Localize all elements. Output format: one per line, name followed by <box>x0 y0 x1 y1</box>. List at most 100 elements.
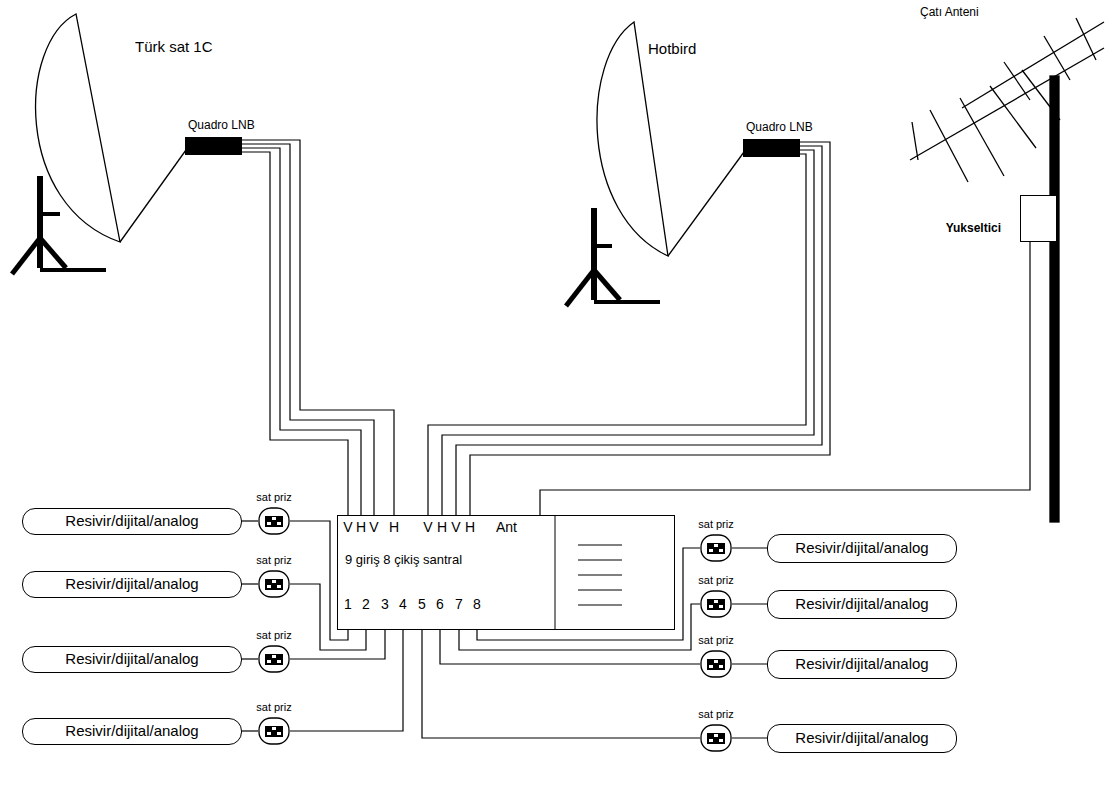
socket-label: sat priz <box>256 629 291 642</box>
cable-wire <box>470 142 830 515</box>
satellite-dish <box>36 14 120 242</box>
socket-hole <box>714 600 718 603</box>
socket-outline <box>701 535 731 561</box>
port-label: 3 <box>381 596 389 612</box>
socket-hole <box>714 734 718 737</box>
socket-outline <box>259 508 289 534</box>
part-label: Quadro LNB <box>746 121 813 135</box>
port-label: H <box>389 519 399 535</box>
socket-hole <box>277 585 281 588</box>
antenna-element <box>990 86 1036 148</box>
socket-outline <box>701 725 731 751</box>
socket-label: sat priz <box>698 574 733 587</box>
port-label: 5 <box>418 596 426 612</box>
socket-face <box>707 659 725 670</box>
cable-wire <box>290 630 403 731</box>
port-label: 7 <box>455 596 463 612</box>
receiver-label: Resivir/dijital/analog <box>795 539 928 556</box>
socket-hole <box>277 732 281 735</box>
dish-post <box>591 208 597 300</box>
socket-label: sat priz <box>256 701 291 714</box>
receiver-box: Resivir/dijital/analog <box>22 718 242 745</box>
socket-face <box>265 579 283 590</box>
receiver-label: Resivir/dijital/analog <box>65 650 198 667</box>
cable-wire <box>290 584 366 650</box>
socket-hole <box>719 739 723 742</box>
cable-wire <box>459 604 700 650</box>
cable-wire <box>242 148 361 515</box>
receiver-box: Resivir/dijital/analog <box>767 534 957 563</box>
cable-wire <box>456 146 822 515</box>
antenna-name: Çatı Anteni <box>920 6 979 20</box>
receiver-label: Resivir/dijital/analog <box>795 729 928 746</box>
socket-outline <box>259 646 289 672</box>
sat-socket: sat priz <box>700 590 732 618</box>
cable-wire <box>242 583 258 584</box>
socket-symbol <box>700 590 732 618</box>
socket-hole <box>267 585 271 588</box>
cable-wire <box>540 242 1030 515</box>
port-label: V <box>423 519 432 535</box>
tripod-leg <box>40 238 66 268</box>
receiver-box: Resivir/dijital/analog <box>767 650 957 679</box>
socket-face <box>265 516 283 527</box>
sat-socket: sat priz <box>700 724 732 752</box>
cable-wire <box>242 152 348 515</box>
cable-wire <box>242 658 258 659</box>
socket-hole <box>267 732 271 735</box>
multiswitch-box: VHVHVHVHAnt9 giriş 8 çikiş santral123456… <box>337 515 675 630</box>
socket-hole <box>719 605 723 608</box>
receiver-label: Resivir/dijital/analog <box>65 575 198 592</box>
cable-wire <box>732 547 767 548</box>
socket-hole <box>272 517 276 520</box>
antenna-element <box>930 110 968 182</box>
port-label: V <box>369 519 378 535</box>
sat-socket: sat priz <box>258 645 290 673</box>
receiver-label: Resivir/dijital/analog <box>795 595 928 612</box>
socket-outline <box>259 571 289 597</box>
receiver-box: Resivir/dijital/analog <box>767 590 957 619</box>
socket-symbol <box>258 717 290 745</box>
socket-hole <box>714 660 718 663</box>
cable-wire <box>442 150 814 515</box>
receiver-label: Resivir/dijital/analog <box>65 722 198 739</box>
tripod-leg <box>566 270 594 306</box>
antenna-element <box>1022 70 1060 120</box>
port-label: Ant <box>496 519 517 535</box>
lnb-block: Quadro LNB <box>185 137 242 155</box>
antenna-element <box>912 122 918 160</box>
port-label: V <box>451 519 460 535</box>
socket-hole <box>272 655 276 658</box>
socket-outline <box>701 591 731 617</box>
antenna-element <box>1004 62 1030 100</box>
socket-symbol <box>700 534 732 562</box>
antenna-element <box>960 98 1004 176</box>
cable-wire <box>440 630 700 664</box>
socket-face <box>265 654 283 665</box>
sat-socket: sat priz <box>258 570 290 598</box>
socket-hole <box>272 580 276 583</box>
cable-wire <box>732 663 767 664</box>
socket-label: sat priz <box>698 708 733 721</box>
socket-symbol <box>258 645 290 673</box>
satellite-dish <box>597 22 668 256</box>
socket-label: sat priz <box>256 491 291 504</box>
cable-wire <box>290 630 385 659</box>
socket-hole <box>709 605 713 608</box>
port-label: H <box>465 519 475 535</box>
sat-socket: sat priz <box>258 507 290 535</box>
antenna-boom <box>910 48 1104 160</box>
dish-mount <box>594 244 612 248</box>
port-label: 8 <box>473 596 481 612</box>
cable-wire <box>422 630 700 738</box>
amplifier-box: Yukseltici <box>1020 195 1057 242</box>
panel-slot <box>578 575 622 576</box>
satellite-name: Hotbird <box>648 40 696 57</box>
receiver-box: Resivir/dijital/analog <box>22 646 242 673</box>
dish-post <box>37 176 43 268</box>
cable-wire <box>428 154 806 515</box>
panel-slot <box>578 545 622 546</box>
socket-face <box>707 599 725 610</box>
socket-face <box>707 543 725 554</box>
